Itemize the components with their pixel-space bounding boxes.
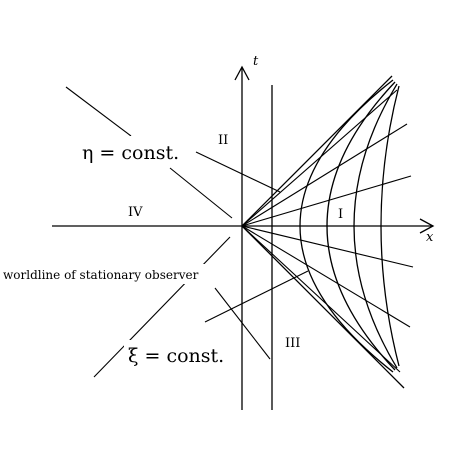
observer-label-backdrop [2,264,212,284]
xi-hyperbola-3 [353,83,398,369]
xi-hyperbola-4 [380,85,400,367]
xi-const-hyperbolae [299,79,400,373]
xi-hyperbola-2 [326,81,396,371]
light-cone [241,75,405,389]
pointer-lines [65,86,309,378]
eta-const-lines [241,89,414,373]
eta-pointer-upper [65,86,132,137]
xi-hyperbola-1 [299,79,394,373]
eta-line-5 [241,225,411,328]
past-horizon [241,225,405,389]
x-axis-label: x [426,230,434,245]
xi-const-label: ξ = const. [128,345,224,367]
region-labels: I II III IV [128,133,343,351]
eta-pointer-lower [195,151,281,193]
observer-pointer-line [214,287,271,360]
region-II-label: II [218,133,228,148]
eta-pointer-diagonal [169,167,233,219]
eta-const-label: η = const. [82,142,179,164]
eta-line-2 [241,123,408,227]
region-IV-label: IV [128,205,143,220]
eta-line-6 [241,225,401,373]
xi-pointer-line [204,270,309,323]
region-I-label: I [338,207,343,222]
t-axis-arrowhead [234,65,250,81]
region-III-label: III [285,336,300,351]
xi-label-backdrop [124,340,228,370]
future-horizon [241,75,393,227]
observer-label: worldline of stationary observer [3,268,199,282]
x-axis-arrowhead [419,218,435,234]
xi-pointer-diagonal [93,236,231,378]
eta-line-4 [241,225,414,268]
t-axis-label: t [253,54,259,69]
eta-label-backdrop [78,136,194,166]
